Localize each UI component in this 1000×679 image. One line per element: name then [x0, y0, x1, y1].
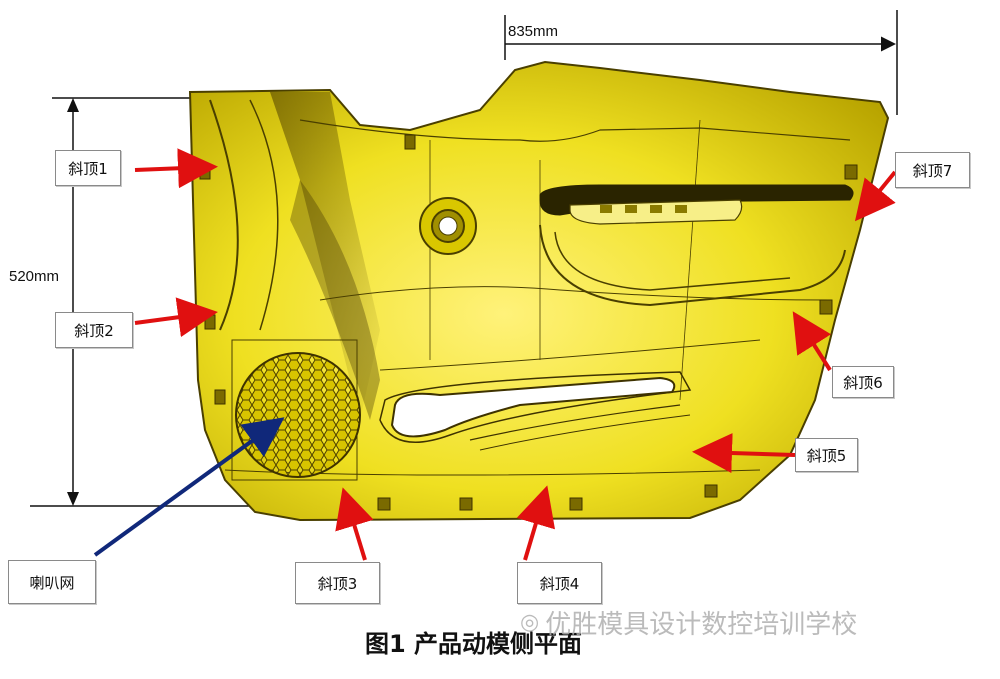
lifter7-label: 斜顶7 [895, 152, 970, 188]
lifter2-arrow [134, 297, 218, 338]
lifter1-arrow [134, 148, 218, 189]
lifter7-arrow [854, 170, 897, 222]
speaker-grille-arrow [93, 417, 285, 557]
door-panel-body [188, 60, 890, 522]
lifter3-label: 斜顶3 [295, 562, 380, 604]
lifter5-arrow [692, 433, 796, 474]
wechat-icon: ◎ [520, 610, 540, 635]
lifter4-label: 斜顶4 [517, 562, 602, 604]
lifter3-arrow [335, 487, 374, 561]
lifter1-label: 斜顶1 [55, 150, 121, 186]
height-dimension-label: 520mm [9, 268, 60, 285]
lifter6-label: 斜顶6 [832, 366, 894, 398]
width-dimension-label: 835mm [508, 23, 559, 40]
figure-caption: 图1 产品动模侧平面 [365, 630, 583, 658]
watermark-text: 优胜模具设计数控培训学校 [545, 610, 858, 640]
lifter2-label: 斜顶2 [55, 312, 133, 348]
lifter5-label: 斜顶5 [795, 438, 858, 472]
speaker-grille-label: 喇叭网 [8, 560, 96, 604]
lifter6-arrow [792, 311, 832, 372]
watermark: ◎ 优胜模具设计数控培训学校 [520, 604, 857, 641]
lifter4-arrow [516, 485, 556, 561]
lifter-arrows [134, 148, 897, 561]
